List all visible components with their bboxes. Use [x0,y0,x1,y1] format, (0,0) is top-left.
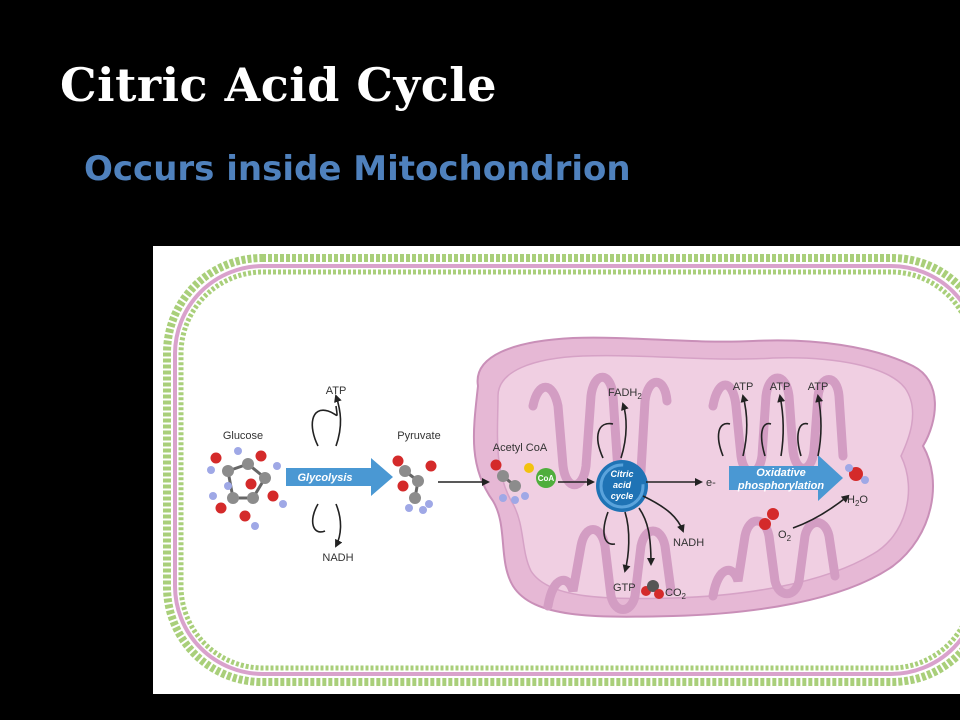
glycolysis-nadh-arrow [311,503,343,548]
cycle-nadh-arrow [642,495,685,533]
oxphos-label-line1: Oxidative [756,467,806,479]
pyruvate-label: Pyruvate [397,430,440,442]
mitochondrion-figure: Glucose Glycolysis ATP NADH Pyruvate [153,246,960,694]
cellular-respiration-diagram: Glucose Glycolysis ATP NADH Pyruvate [153,246,960,694]
gtp-arrow [603,511,631,573]
oxphos-label-line2: phosphorylation [737,480,824,492]
glycolysis-atp-label: ATP [326,385,347,397]
glucose-molecule [207,447,287,530]
cycle-label-line1: Citric [610,469,633,479]
glycolysis-label: Glycolysis [297,472,352,484]
gtp-label: GTP [613,582,636,594]
cycle-label-line3: cycle [611,491,634,501]
fadh2-label: FADH2 [608,387,642,401]
o2-to-h2o-arrow [792,494,850,529]
oxphos-atp-arrows [717,394,824,457]
acetyl-coa-label: Acetyl CoA [493,442,548,454]
glycolysis-atp-arrow [311,394,342,447]
electron-label: e- [706,477,716,489]
acetyl-coa-molecule: CoA [490,459,556,504]
glucose-label: Glucose [223,430,263,442]
h2o-label: H2O [847,494,868,508]
mitochondrion [472,336,936,618]
oxphos-atp-label-2: ATP [770,381,791,393]
oxphos-atp-label-1: ATP [733,381,754,393]
fadh2-arrow [597,402,629,459]
co2-molecule [641,580,664,599]
co2-arrow [638,507,655,566]
o2-label: O2 [778,529,792,543]
h2o-molecule [845,464,869,484]
citric-acid-cycle: Citric acid cycle [596,460,648,512]
coa-label: CoA [538,474,555,483]
co2-label: CO2 [665,587,687,601]
slide-subtitle: Occurs inside Mitochondrion [84,149,631,189]
o2-molecule [759,508,779,530]
glycolysis-nadh-label: NADH [322,552,353,564]
oxidative-phosphorylation-arrow: Oxidative phosphorylation [729,455,843,501]
oxphos-atp-label-3: ATP [808,381,829,393]
cell-membrane [163,254,960,686]
pyruvate-molecule [392,455,437,514]
cycle-label-line2: acid [613,480,632,490]
cycle-nadh-label: NADH [673,537,704,549]
slide-title: Citric Acid Cycle [60,58,498,112]
glycolysis-arrow: Glycolysis [286,458,393,496]
